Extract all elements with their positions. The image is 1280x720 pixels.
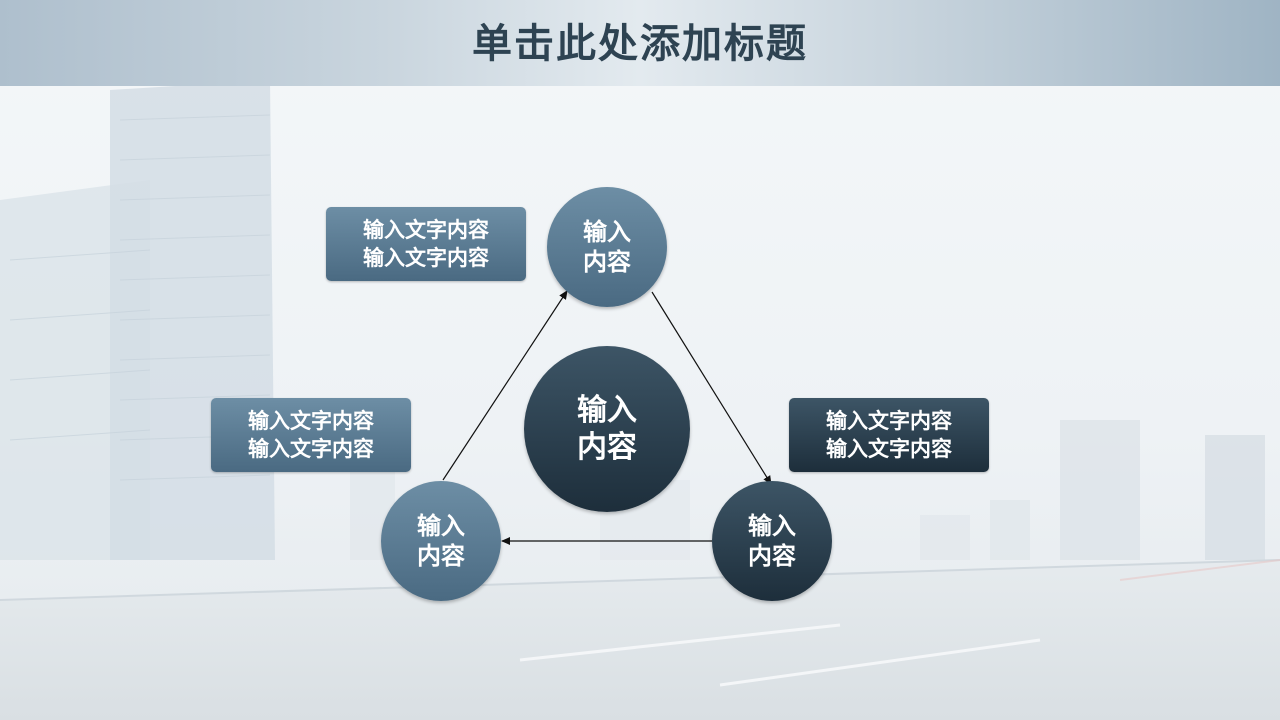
node-top[interactable]: 输入 内容 (547, 187, 667, 307)
arrow-top-to-bottom-right (651, 291, 772, 485)
slide-title[interactable]: 单击此处添加标题 (472, 21, 808, 67)
label-box-top-left[interactable]: 输入文字内容 输入文字内容 (326, 207, 526, 281)
node-bottom-right-text: 输入 内容 (748, 512, 796, 570)
node-bottom-left[interactable]: 输入 内容 (381, 481, 501, 601)
label-left-text: 输入文字内容 输入文字内容 (248, 408, 374, 461)
label-box-left[interactable]: 输入文字内容 输入文字内容 (211, 398, 411, 472)
node-bottom-right[interactable]: 输入 内容 (712, 481, 832, 601)
node-top-text: 输入 内容 (583, 218, 631, 276)
arrow-bottom-left-to-top (442, 290, 568, 481)
label-top-left-text: 输入文字内容 输入文字内容 (363, 217, 489, 270)
header-band (0, 0, 1280, 86)
node-center[interactable]: 输入 内容 (524, 346, 690, 512)
label-right-text: 输入文字内容 输入文字内容 (826, 408, 952, 461)
node-center-text: 输入 内容 (577, 392, 637, 466)
node-bottom-left-text: 输入 内容 (417, 512, 465, 570)
label-box-right[interactable]: 输入文字内容 输入文字内容 (789, 398, 989, 472)
